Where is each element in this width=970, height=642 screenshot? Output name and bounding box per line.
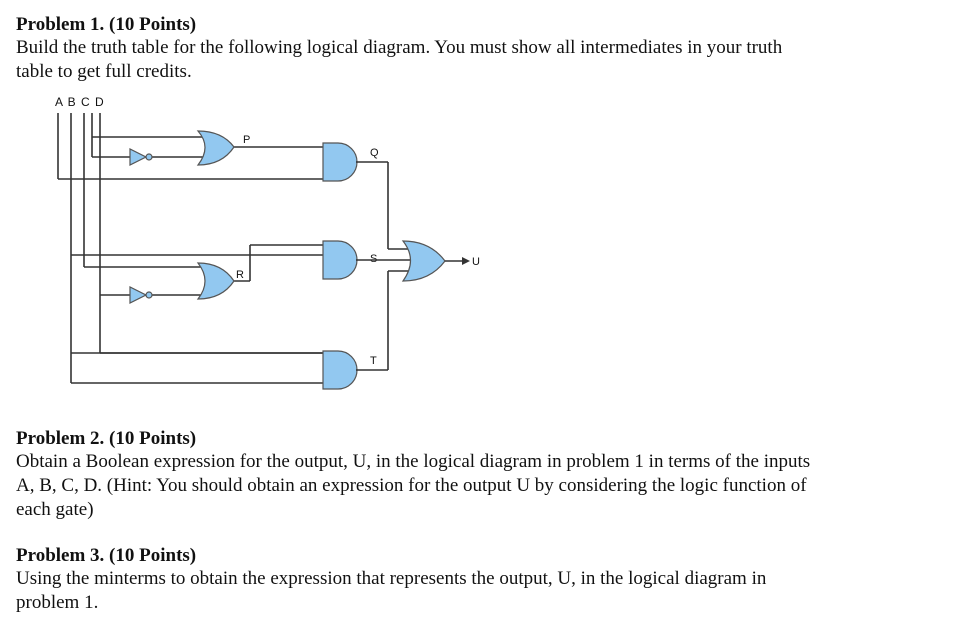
problem-3-line-1: Using the minterms to obtain the express… bbox=[16, 568, 767, 589]
problem-1-line-2: table to get full credits. bbox=[16, 61, 192, 82]
problem-2-line-2: A, B, C, D. (Hint: You should obtain an … bbox=[16, 475, 807, 496]
label-s: S bbox=[370, 253, 377, 265]
and-gate-q bbox=[322, 142, 358, 182]
not-gate-2-bubble bbox=[145, 291, 153, 299]
not-gate-1-bubble bbox=[145, 153, 153, 161]
inputs-label: A B C D bbox=[55, 95, 105, 109]
logic-diagram: A B C D P Q R S bbox=[55, 95, 480, 390]
label-r: R bbox=[236, 269, 244, 281]
or-gate-p bbox=[196, 130, 235, 166]
problem-3: Problem 3. (10 Points) Using the minterm… bbox=[16, 545, 916, 615]
or-gate-r bbox=[196, 262, 235, 300]
and-gate-t bbox=[322, 350, 358, 390]
problem-1: Problem 1. (10 Points) Build the truth t… bbox=[16, 14, 916, 84]
problem-3-line-2: problem 1. bbox=[16, 592, 99, 613]
problem-2: Problem 2. (10 Points) Obtain a Boolean … bbox=[16, 428, 916, 522]
label-p: P bbox=[243, 134, 250, 146]
label-u: U bbox=[472, 256, 480, 268]
input-wires bbox=[57, 113, 323, 384]
problem-2-line-3: each gate) bbox=[16, 499, 94, 520]
gate-r-wiring bbox=[71, 244, 323, 296]
not-gate-1 bbox=[129, 148, 148, 166]
problem-2-heading: Problem 2. (10 Points) bbox=[16, 428, 197, 449]
not-gate-2 bbox=[129, 286, 148, 304]
problem-1-heading: Problem 1. (10 Points) bbox=[16, 14, 197, 35]
problem-2-line-1: Obtain a Boolean expression for the outp… bbox=[16, 451, 811, 472]
or-gate-u bbox=[401, 240, 446, 282]
gate-p-wiring bbox=[91, 127, 323, 158]
and-gate-s bbox=[322, 240, 358, 280]
problem-3-heading: Problem 3. (10 Points) bbox=[16, 545, 197, 566]
label-q: Q bbox=[370, 147, 379, 159]
output-arrow bbox=[462, 257, 470, 265]
problem-1-line-1: Build the truth table for the following … bbox=[16, 37, 783, 58]
label-t: T bbox=[370, 355, 377, 367]
